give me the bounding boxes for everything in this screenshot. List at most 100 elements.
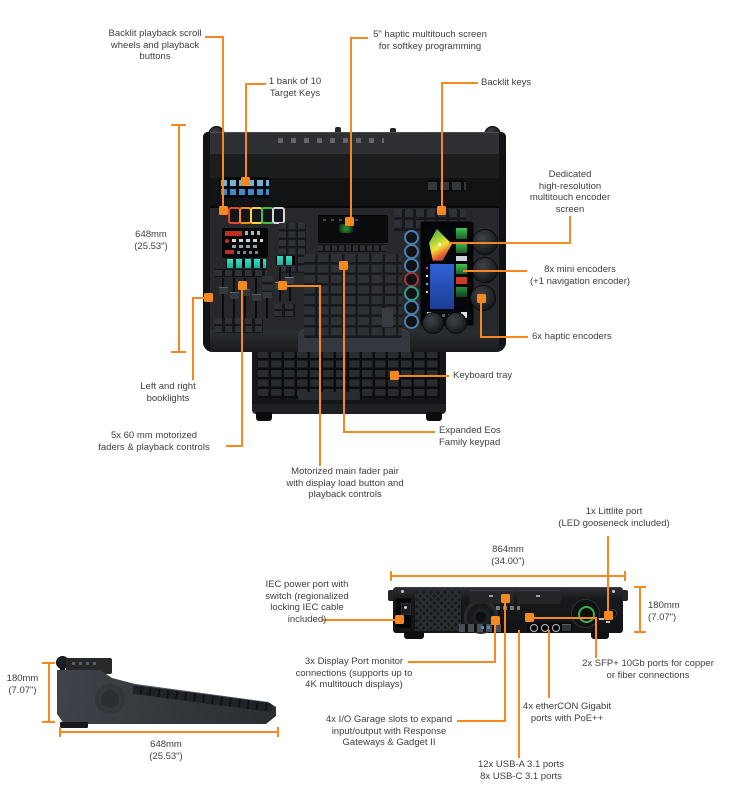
side-keyboard-keys	[132, 683, 273, 713]
callout-marker	[241, 177, 250, 186]
callout-line	[533, 617, 597, 619]
label-usb: 12x USB-A 3.1 ports 8x USB-C 3.1 ports	[477, 759, 565, 782]
callout-marker	[278, 281, 287, 290]
audio-jack	[530, 624, 538, 632]
encoder-screen	[420, 221, 474, 326]
callout-marker	[219, 206, 228, 215]
callout-marker	[395, 615, 404, 624]
dimension-tick	[171, 124, 186, 126]
callout-line	[246, 83, 266, 85]
audio-jack	[541, 624, 549, 632]
label-eos-keypad: Expanded Eos Family keypad	[439, 425, 501, 448]
callout-line	[192, 297, 194, 380]
callout-marker	[525, 613, 534, 622]
console-side-view	[52, 652, 284, 728]
vent-grille	[415, 591, 461, 631]
audio-network-strip	[527, 622, 573, 632]
label-dim-top-depth: 648mm (25.53")	[134, 229, 168, 252]
rear-port-icons	[278, 138, 384, 143]
callout-line	[222, 36, 224, 208]
callout-line	[350, 37, 352, 220]
label-sfp: 2x SFP+ 10Gb ports for copper or fiber c…	[582, 658, 714, 681]
mini-encoder	[404, 286, 419, 301]
ethercon-port	[562, 624, 571, 631]
callout-marker	[501, 594, 510, 603]
label-keyboard-tray: Keyboard tray	[453, 370, 513, 381]
mini-encoder	[404, 230, 419, 245]
label-iec: IEC power port with switch (regionalized…	[265, 579, 349, 625]
dimension-line	[639, 587, 641, 633]
label-encoder-screen: Dedicated high-resolution multitouch enc…	[529, 169, 611, 215]
dimension-tick	[277, 727, 279, 737]
callout-marker	[204, 293, 213, 302]
callout-line	[322, 619, 396, 621]
label-garage: 4x I/O Garage slots to expand input/outp…	[325, 714, 453, 748]
mini-encoder	[404, 244, 419, 259]
callout-marker	[345, 217, 354, 226]
shelf-keys	[428, 180, 466, 192]
label-dim-rear-height: 180mm (7.07")	[648, 600, 680, 623]
callout-line	[480, 336, 528, 338]
dimension-line	[390, 575, 626, 577]
callout-line	[595, 617, 597, 658]
callout-marker	[339, 261, 348, 270]
callout-line	[343, 269, 345, 433]
label-haptic-screen: 5" haptic multitouch screen for softkey …	[373, 29, 487, 52]
display-keys	[279, 223, 306, 273]
callout-line	[441, 82, 443, 209]
dimension-tick	[624, 571, 626, 581]
seven-seg-display	[226, 259, 266, 268]
label-haptic-encoders: 6x haptic encoders	[532, 331, 612, 342]
dimension-tick	[42, 721, 55, 723]
keyboard-tray-graphic	[252, 344, 446, 422]
dimension-line	[60, 731, 279, 733]
io-garage-slot	[517, 590, 561, 604]
label-dim-side-height: 180mm (7.07")	[6, 673, 39, 696]
mini-encoder	[404, 258, 419, 273]
fader-cap	[219, 287, 228, 294]
console-top-view	[203, 125, 506, 353]
fader-keys	[215, 269, 267, 277]
callout-line	[569, 216, 571, 244]
scroll-wheel-slot	[272, 207, 285, 224]
dimension-tick	[634, 586, 646, 588]
callout-line	[241, 289, 243, 447]
haptic-encoder	[422, 312, 444, 334]
mini-encoder	[404, 314, 419, 329]
dimension-tick	[42, 662, 55, 664]
label-booklights: Left and right booklights	[140, 381, 196, 404]
callout-marker	[604, 611, 613, 620]
callout-marker	[437, 206, 446, 215]
main-fader-cap	[285, 277, 294, 284]
dimension-tick	[171, 351, 186, 353]
label-ethercon: 4x etherCON Gigabit ports with PoE++	[522, 701, 612, 724]
callout-line	[463, 270, 527, 272]
callout-marker	[238, 281, 247, 290]
label-target-keys: 1 bank of 10 Target Keys	[268, 76, 322, 99]
callout-line	[352, 37, 368, 39]
fader-cap	[263, 291, 272, 298]
dimension-tick	[390, 571, 392, 581]
callout-line	[518, 630, 520, 758]
label-backlit-keys: Backlit keys	[481, 77, 532, 88]
label-faders-5x: 5x 60 mm motorized faders & playback con…	[98, 430, 210, 453]
callout-line	[457, 720, 506, 722]
dimension-line	[48, 663, 50, 723]
mini-encoder	[404, 272, 419, 287]
callout-line	[245, 83, 247, 181]
callout-line	[343, 431, 435, 433]
callout-line	[226, 445, 243, 447]
label-dim-rear-width: 864mm (34.00")	[491, 544, 525, 567]
haptic-softkey-screen	[318, 215, 388, 243]
callout-line	[607, 536, 609, 613]
fader-status-lcd	[222, 228, 268, 258]
mini-encoder	[404, 300, 419, 315]
power-switch	[401, 603, 411, 615]
fader-cap	[252, 294, 261, 301]
seven-seg-display	[276, 256, 295, 265]
dimension-tick	[59, 727, 61, 737]
callout-line	[480, 302, 482, 338]
callout-line	[319, 285, 321, 466]
label-scroll-wheels: Backlit playback scroll wheels and playb…	[108, 28, 202, 62]
haptic-encoder	[445, 312, 467, 334]
